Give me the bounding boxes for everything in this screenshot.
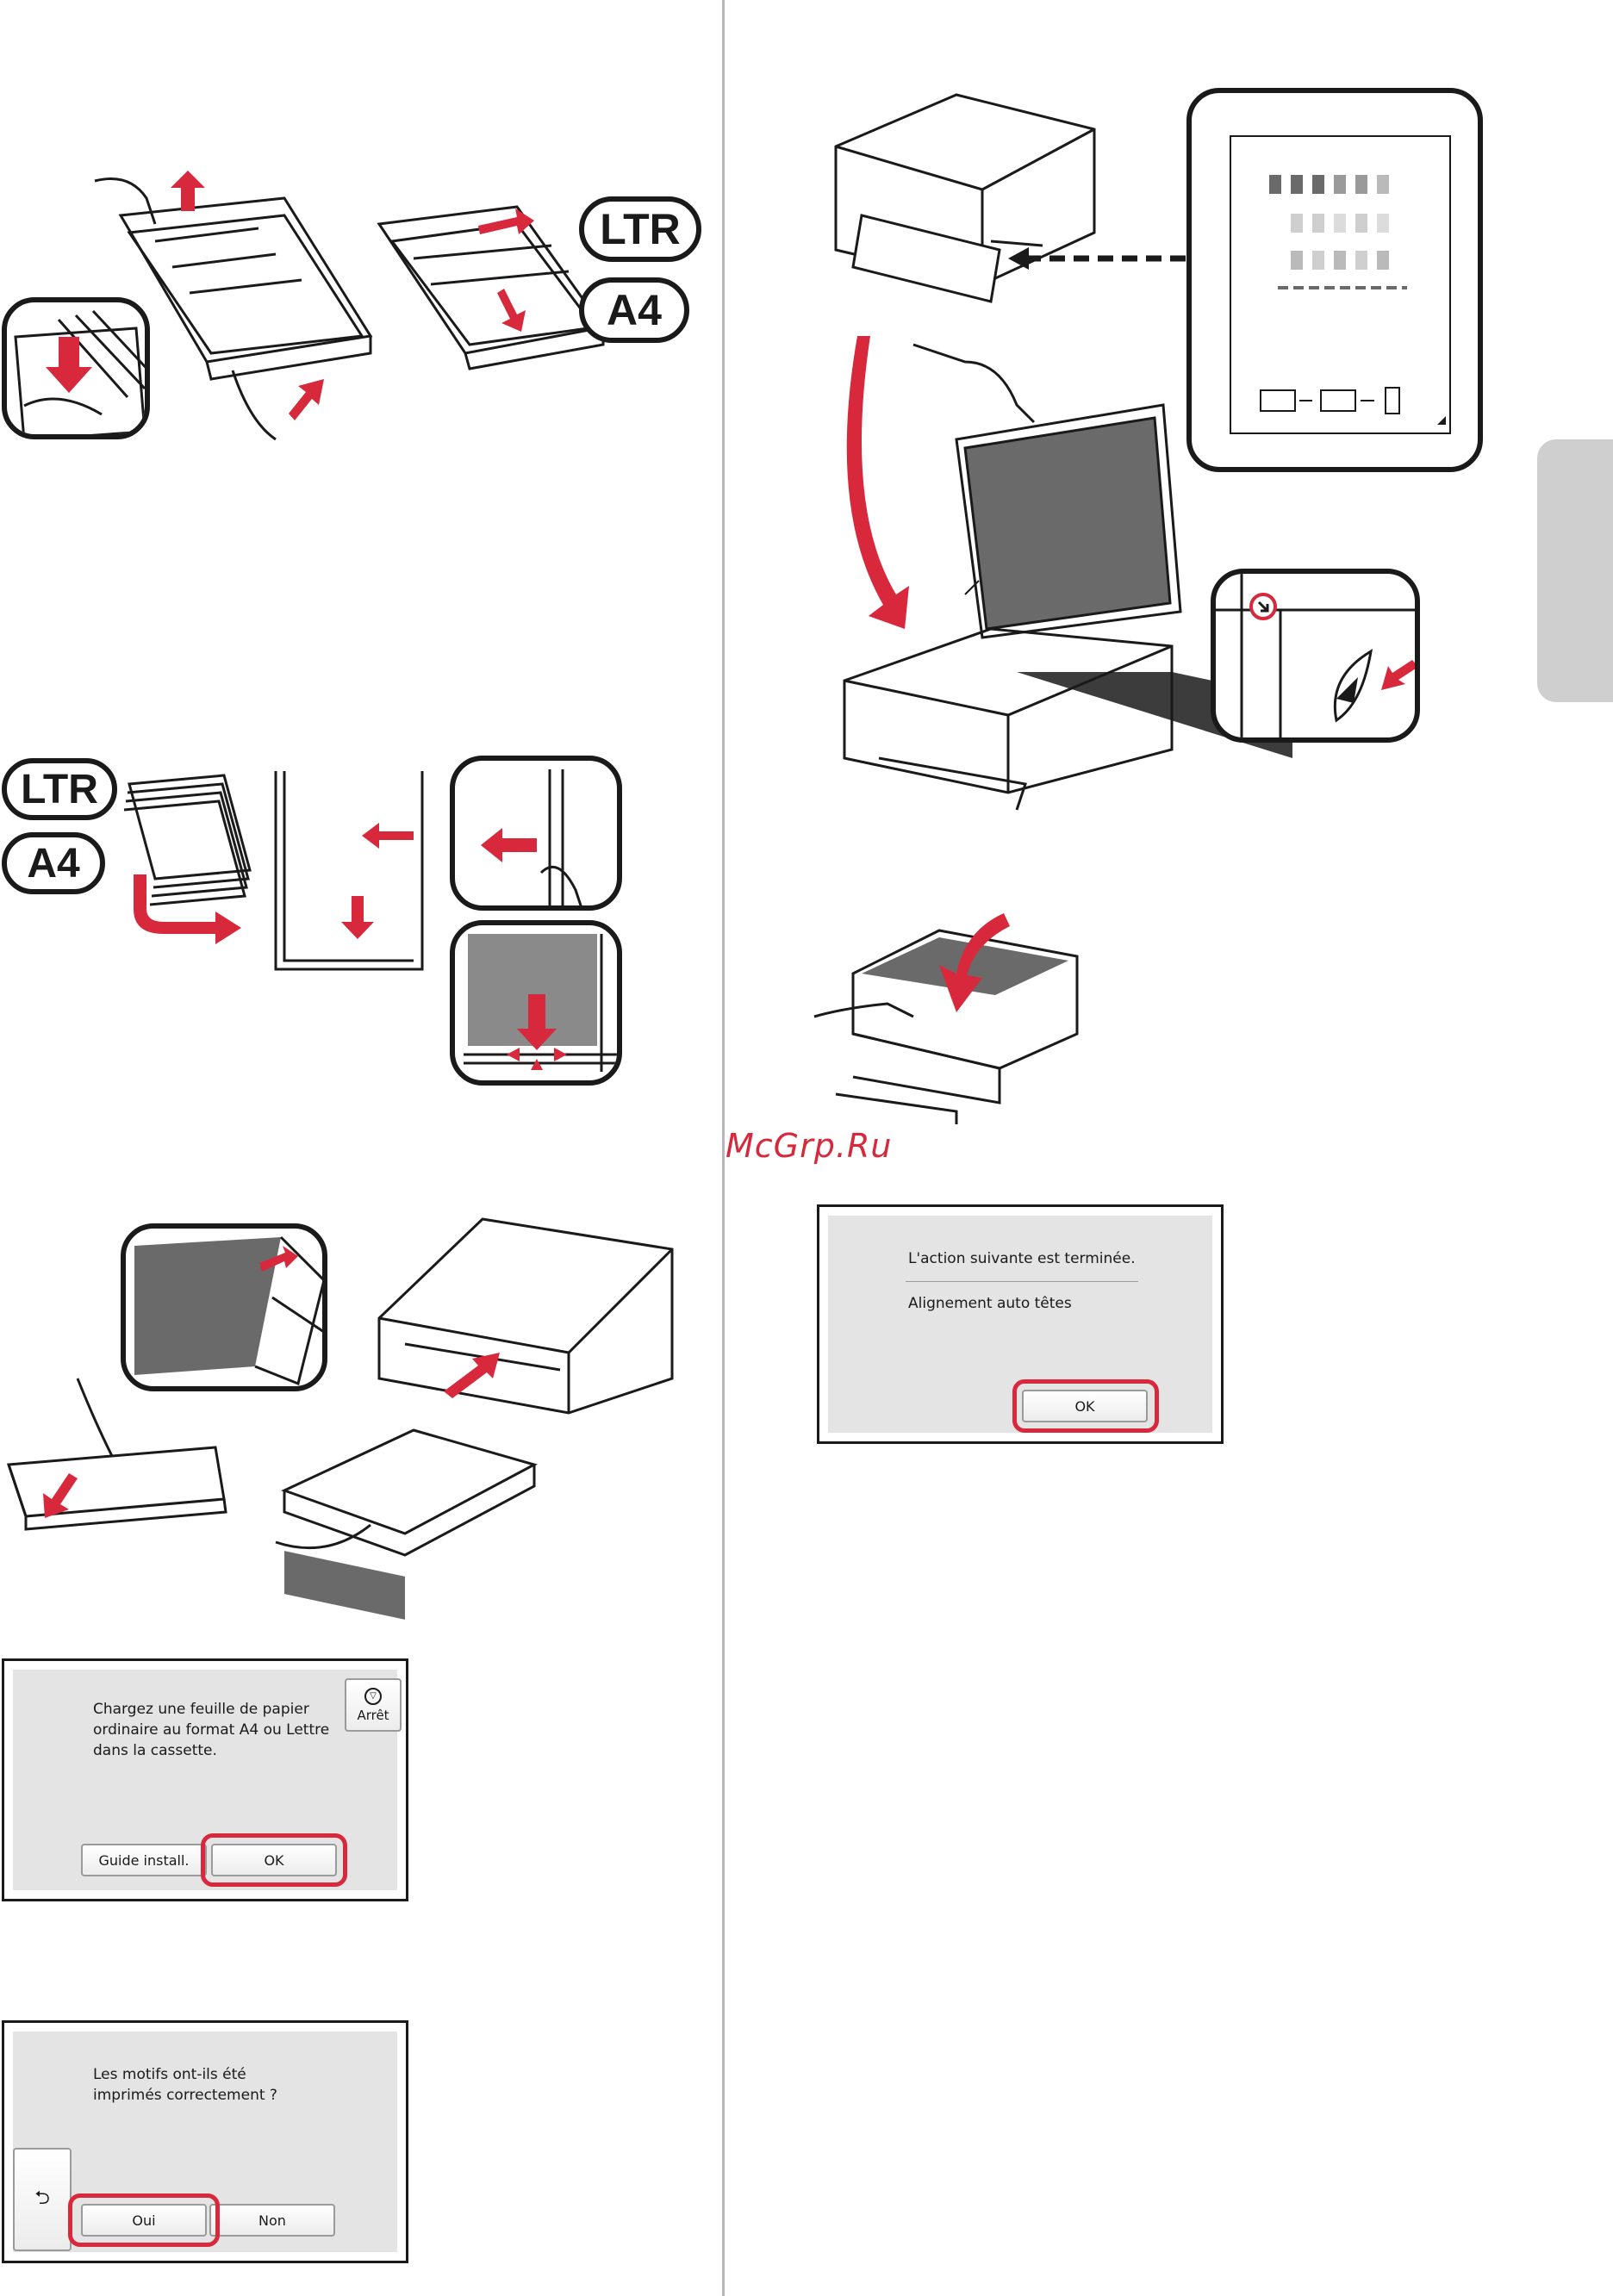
alignment-mark-callout <box>1211 569 1420 743</box>
insert-cassette-illustration <box>0 1215 689 1577</box>
ok-highlight-load-paper <box>201 1833 347 1887</box>
close-cover-illustration <box>810 913 1103 1120</box>
dashed-pointer <box>1008 246 1193 271</box>
back-icon: ⮌ <box>34 2183 50 2216</box>
lcd-screen-patterns: Les motifs ont-ils été imprimés correcte… <box>2 2020 408 2263</box>
section-tab <box>1537 439 1613 702</box>
paper-stack-illustration <box>0 758 448 982</box>
yes-highlight <box>68 2193 220 2247</box>
watermark-text: McGrp.Ru <box>726 1127 892 1165</box>
stop-button[interactable]: ▽ Arrêt <box>345 1678 402 1732</box>
guide-detail-callout-bottom <box>450 920 622 1086</box>
stop-label: Arrêt <box>357 1708 389 1723</box>
guide-detail-callout-top <box>450 756 622 911</box>
back-button[interactable]: ⮌ <box>13 2148 72 2251</box>
cassette-detail-drawing <box>7 302 150 439</box>
print-pattern-sheet <box>1192 93 1483 472</box>
cassette-detail-callout <box>2 297 150 439</box>
guide-detail-drawing-bottom <box>455 925 622 1086</box>
print-pattern-callout <box>1186 88 1483 472</box>
ok-highlight-complete <box>1012 1379 1159 1433</box>
alignment-mark-drawing <box>1216 574 1420 743</box>
patterns-message: Les motifs ont-ils été imprimés correcte… <box>93 2064 308 2106</box>
lcd-screen-complete: L'action suivante est terminée. Aligneme… <box>817 1204 1224 1444</box>
lcd-screen-load-paper: Chargez une feuille de papier ordinaire … <box>2 1658 408 1901</box>
guide-detail-drawing-top <box>455 761 622 911</box>
stop-icon: ▽ <box>364 1688 382 1705</box>
label-ltr-1: LTR <box>579 196 701 262</box>
complete-line-2: Alignement auto têtes <box>908 1293 1167 1314</box>
cassette-insert-drawing <box>126 1229 327 1391</box>
complete-divider <box>906 1281 1138 1282</box>
column-divider <box>722 0 725 2296</box>
no-button[interactable]: Non <box>209 2204 335 2237</box>
setup-guide-button[interactable]: Guide install. <box>81 1844 207 1876</box>
complete-line-1: L'action suivante est terminée. <box>908 1248 1167 1269</box>
cassette-insert-callout <box>121 1223 327 1391</box>
label-a4-1: A4 <box>579 277 689 343</box>
load-paper-message: Chargez une feuille de papier ordinaire … <box>93 1699 334 1761</box>
